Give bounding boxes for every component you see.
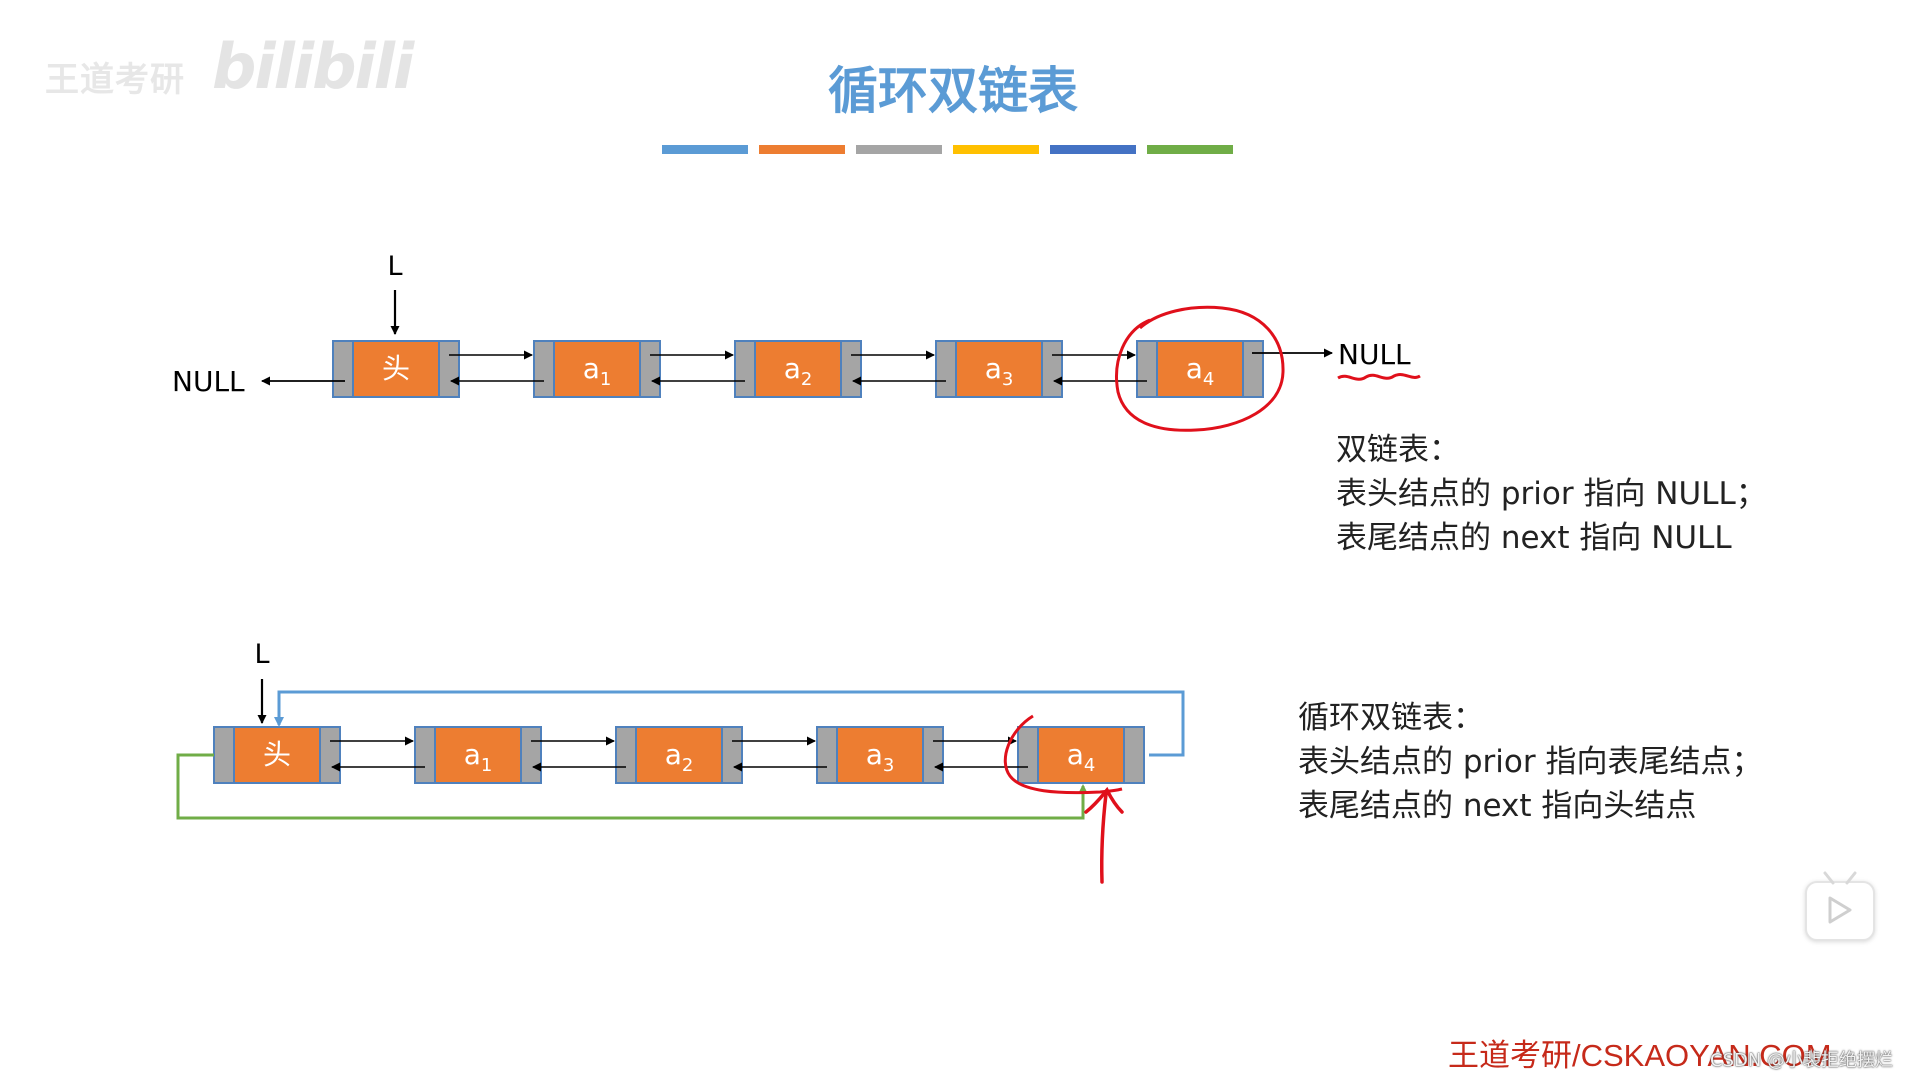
next-field — [319, 726, 341, 784]
list-node: 头 — [213, 726, 341, 784]
node-label-text: 头 — [382, 352, 410, 385]
note-heading: 双链表： — [1336, 432, 1460, 468]
node-label-text: a — [665, 738, 682, 771]
next-field — [721, 726, 743, 784]
top-pointer-label: L — [387, 251, 402, 282]
list-node: 头 — [332, 340, 460, 398]
title-stripe — [662, 145, 1233, 154]
prior-field — [734, 340, 756, 398]
prior-field — [1136, 340, 1158, 398]
node-label: a2 — [784, 352, 813, 390]
stripe-segment — [759, 145, 845, 154]
page-title: 循环双链表 — [828, 62, 1078, 120]
next-field — [520, 726, 542, 784]
top-left-null: NULL — [172, 365, 245, 398]
footer-brand: 王道考研/CSKAOYAN.COM — [1448, 1038, 1832, 1073]
prior-field — [615, 726, 637, 784]
note-line: 表尾结点的 next 指向 NULL — [1336, 520, 1732, 556]
next-field — [1242, 340, 1264, 398]
next-field — [639, 340, 661, 398]
node-label-subscript: 4 — [1084, 755, 1095, 776]
null-underline-annotation — [1337, 373, 1421, 381]
node-label-text: a — [985, 352, 1002, 385]
node-label: a1 — [583, 352, 612, 390]
tv-ears-icon — [1823, 871, 1857, 885]
stripe-segment — [662, 145, 748, 154]
prior-field — [935, 340, 957, 398]
footer-credit: CSDN @小裴拒绝摆烂 — [1710, 1050, 1894, 1071]
prior-field — [533, 340, 555, 398]
node-label-text: a — [1067, 738, 1084, 771]
list-node: a2 — [615, 726, 743, 784]
list-node: a4 — [1136, 340, 1264, 398]
stripe-segment — [856, 145, 942, 154]
node-label: a3 — [866, 738, 895, 776]
tail-next-to-head-link — [274, 690, 1185, 757]
next-field — [922, 726, 944, 784]
node-label: a4 — [1067, 738, 1096, 776]
node-label-text: a — [1186, 352, 1203, 385]
list-node: a3 — [816, 726, 944, 784]
node-label-subscript: 1 — [600, 369, 611, 390]
stripe-segment — [953, 145, 1039, 154]
node-label-subscript: 1 — [481, 755, 492, 776]
prior-field — [332, 340, 354, 398]
stripe-segment — [1050, 145, 1136, 154]
note-line: 表头结点的 prior 指向 NULL； — [1336, 476, 1767, 512]
play-icon — [1828, 896, 1852, 924]
next-field — [1041, 340, 1063, 398]
prior-field — [414, 726, 436, 784]
tail-node-circle-annotation — [1115, 305, 1285, 432]
list-node: a4 — [1017, 726, 1145, 784]
tail-node-arrow-annotation — [1084, 786, 1124, 884]
node-label: a3 — [985, 352, 1014, 390]
next-field — [438, 340, 460, 398]
node-label: 头 — [382, 352, 410, 385]
next-field — [1123, 726, 1145, 784]
node-label: a1 — [464, 738, 493, 776]
node-label-text: a — [583, 352, 600, 385]
note-heading: 循环双链表： — [1298, 700, 1484, 736]
circular-list-note: 循环双链表： 表头结点的 prior 指向表尾结点； 表尾结点的 next 指向… — [1298, 696, 1762, 828]
bottom-pointer-label: L — [254, 639, 269, 670]
node-label: a4 — [1186, 352, 1215, 390]
note-line: 表头结点的 prior 指向表尾结点； — [1298, 744, 1763, 780]
node-label-subscript: 2 — [682, 755, 693, 776]
list-node: a2 — [734, 340, 862, 398]
prior-field — [816, 726, 838, 784]
stripe-segment — [1147, 145, 1233, 154]
doubly-list-note: 双链表： 表头结点的 prior 指向 NULL； 表尾结点的 next 指向 … — [1336, 428, 1767, 560]
next-field — [840, 340, 862, 398]
node-label-subscript: 4 — [1203, 369, 1214, 390]
node-label-text: a — [866, 738, 883, 771]
node-label-text: a — [784, 352, 801, 385]
list-node: a1 — [533, 340, 661, 398]
node-label: 头 — [263, 738, 291, 771]
brand-watermark: 王道考研 — [45, 60, 185, 100]
note-line: 表尾结点的 next 指向头结点 — [1298, 788, 1697, 824]
prior-field — [213, 726, 235, 784]
bilibili-watermark: bilibili — [212, 30, 414, 103]
list-node: a1 — [414, 726, 542, 784]
head-prior-to-tail-link — [176, 753, 1088, 820]
list-node: a3 — [935, 340, 1063, 398]
node-label-subscript: 2 — [801, 369, 812, 390]
node-label-text: a — [464, 738, 481, 771]
play-button[interactable] — [1805, 871, 1875, 941]
node-label-subscript: 3 — [883, 755, 894, 776]
node-label-subscript: 3 — [1002, 369, 1013, 390]
tail-node-bracket-annotation — [1003, 714, 1123, 795]
top-right-null: NULL — [1338, 338, 1411, 371]
node-label-text: 头 — [263, 738, 291, 771]
node-label: a2 — [665, 738, 694, 776]
prior-field — [1017, 726, 1039, 784]
